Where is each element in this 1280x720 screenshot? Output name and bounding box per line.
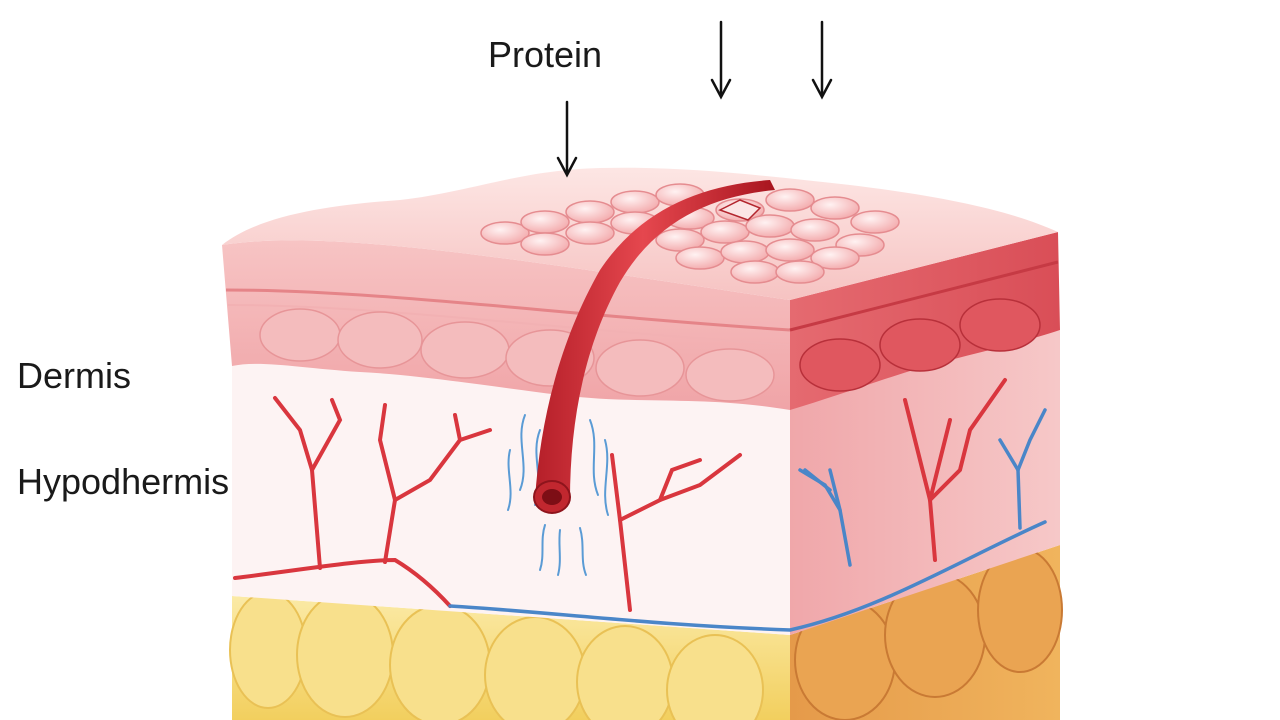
protein-label: Protein	[488, 34, 603, 75]
dermis-label: Dermis	[17, 355, 131, 396]
fat-layer	[229, 545, 1063, 720]
down-arrow-icon	[556, 100, 578, 178]
hair-shaft	[533, 180, 775, 514]
down-arrow-icon	[811, 20, 833, 100]
down-arrow-icon	[710, 20, 732, 100]
vein-network	[448, 408, 1047, 632]
epidermal-cell-cluster	[480, 183, 900, 284]
artery-network	[233, 378, 1007, 612]
hypodermis-label: Hypodhermis	[17, 461, 230, 502]
